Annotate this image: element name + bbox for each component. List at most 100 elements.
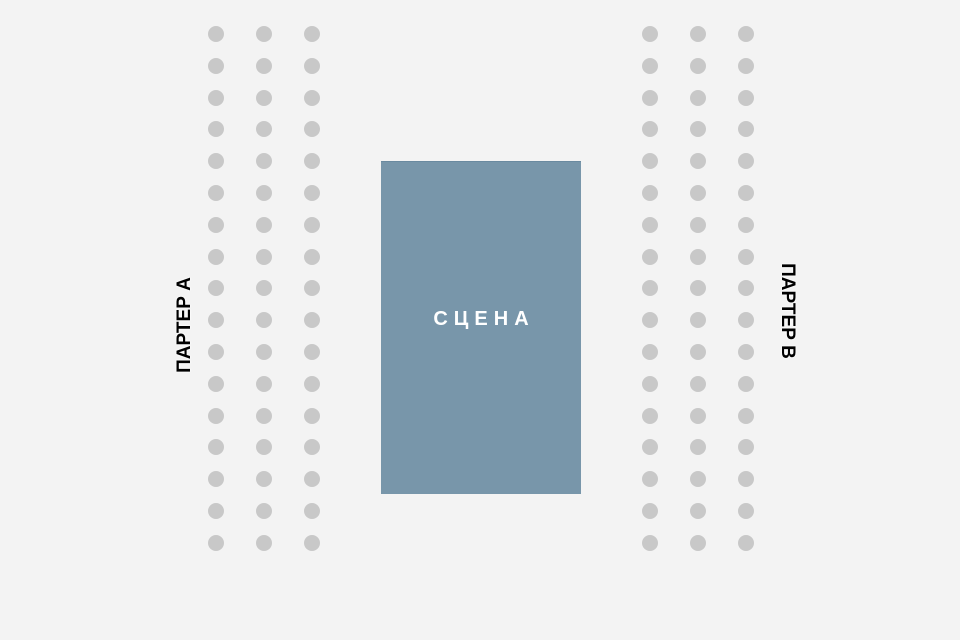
seat[interactable] — [738, 312, 754, 329]
seat[interactable] — [256, 26, 272, 42]
seat[interactable] — [738, 89, 754, 106]
seat[interactable] — [642, 185, 658, 201]
seat[interactable] — [256, 439, 272, 456]
seat[interactable] — [690, 407, 706, 424]
seat[interactable] — [208, 503, 224, 519]
seat[interactable] — [738, 185, 754, 201]
seat[interactable] — [256, 121, 272, 138]
seat[interactable] — [256, 248, 272, 265]
seat[interactable] — [690, 280, 706, 297]
seat[interactable] — [738, 503, 754, 519]
seat[interactable] — [642, 216, 658, 233]
seat[interactable] — [304, 89, 320, 106]
seat[interactable] — [642, 89, 658, 106]
seat[interactable] — [208, 534, 224, 551]
seat[interactable] — [690, 534, 706, 551]
seat[interactable] — [690, 439, 706, 456]
seat[interactable] — [738, 534, 754, 551]
seat[interactable] — [304, 121, 320, 138]
seat[interactable] — [690, 26, 706, 42]
seat[interactable] — [642, 280, 658, 297]
seat[interactable] — [304, 248, 320, 265]
seat[interactable] — [256, 153, 272, 170]
seat[interactable] — [256, 471, 272, 488]
seat[interactable] — [304, 407, 320, 424]
seat[interactable] — [642, 312, 658, 329]
seat[interactable] — [690, 89, 706, 106]
seat[interactable] — [690, 471, 706, 488]
seat[interactable] — [208, 344, 224, 360]
seat[interactable] — [256, 57, 272, 74]
seat[interactable] — [738, 121, 754, 138]
seat[interactable] — [304, 471, 320, 488]
seat[interactable] — [642, 375, 658, 392]
seat[interactable] — [304, 312, 320, 329]
seat[interactable] — [256, 280, 272, 297]
seat[interactable] — [304, 280, 320, 297]
seat[interactable] — [208, 407, 224, 424]
seat[interactable] — [256, 344, 272, 360]
seat[interactable] — [304, 503, 320, 519]
seat[interactable] — [738, 439, 754, 456]
seat[interactable] — [738, 344, 754, 360]
seat[interactable] — [738, 407, 754, 424]
seat[interactable] — [642, 344, 658, 360]
seat[interactable] — [208, 57, 224, 74]
seat[interactable] — [738, 153, 754, 170]
seat[interactable] — [304, 153, 320, 170]
seat[interactable] — [304, 26, 320, 42]
seat[interactable] — [690, 185, 706, 201]
seat[interactable] — [304, 344, 320, 360]
seat[interactable] — [642, 471, 658, 488]
seat[interactable] — [208, 248, 224, 265]
seat[interactable] — [208, 89, 224, 106]
seat[interactable] — [304, 375, 320, 392]
seat[interactable] — [304, 185, 320, 201]
seat[interactable] — [208, 153, 224, 170]
seat[interactable] — [690, 57, 706, 74]
seat[interactable] — [642, 153, 658, 170]
seat[interactable] — [738, 57, 754, 74]
seat[interactable] — [738, 26, 754, 42]
seat[interactable] — [642, 57, 658, 74]
seat[interactable] — [256, 185, 272, 201]
seat[interactable] — [208, 121, 224, 138]
seat[interactable] — [304, 439, 320, 456]
seat[interactable] — [208, 216, 224, 233]
seat[interactable] — [208, 375, 224, 392]
seat[interactable] — [304, 216, 320, 233]
seat[interactable] — [256, 89, 272, 106]
seat[interactable] — [690, 375, 706, 392]
seat[interactable] — [690, 344, 706, 360]
seat[interactable] — [642, 503, 658, 519]
seat[interactable] — [690, 312, 706, 329]
seat[interactable] — [256, 503, 272, 519]
seat[interactable] — [642, 26, 658, 42]
seat[interactable] — [304, 534, 320, 551]
seat[interactable] — [256, 312, 272, 329]
seat[interactable] — [256, 407, 272, 424]
seat[interactable] — [256, 534, 272, 551]
seat[interactable] — [690, 216, 706, 233]
seat[interactable] — [642, 534, 658, 551]
seat[interactable] — [208, 26, 224, 42]
seat[interactable] — [738, 471, 754, 488]
seat[interactable] — [208, 280, 224, 297]
seat[interactable] — [642, 407, 658, 424]
seat[interactable] — [690, 248, 706, 265]
seat[interactable] — [642, 439, 658, 456]
seat[interactable] — [208, 185, 224, 201]
seat[interactable] — [738, 280, 754, 297]
seat[interactable] — [690, 121, 706, 138]
seat[interactable] — [304, 57, 320, 74]
seat[interactable] — [208, 439, 224, 456]
seat[interactable] — [738, 216, 754, 233]
seat[interactable] — [256, 375, 272, 392]
seat[interactable] — [642, 248, 658, 265]
seat[interactable] — [208, 312, 224, 329]
seat[interactable] — [256, 216, 272, 233]
seat[interactable] — [738, 375, 754, 392]
seat[interactable] — [642, 121, 658, 138]
seat[interactable] — [690, 153, 706, 170]
seat[interactable] — [738, 248, 754, 265]
